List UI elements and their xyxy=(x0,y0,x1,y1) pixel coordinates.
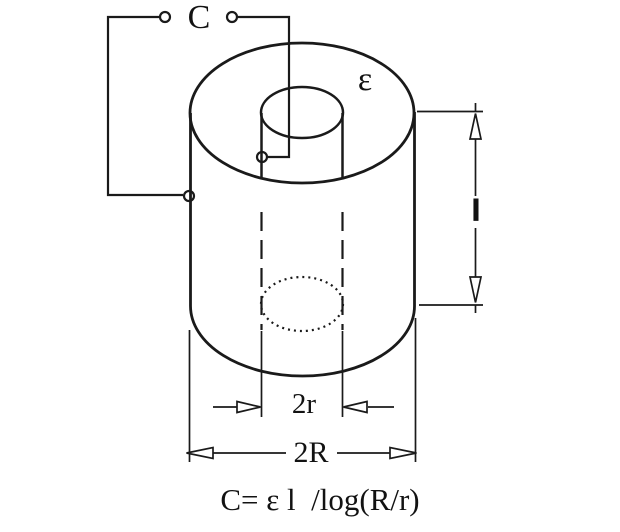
terminal-left-icon xyxy=(158,10,172,24)
diagram-labels: C ε l 2r 2R C= ε l /log(R/r) xyxy=(188,0,481,517)
inner-diameter-label: 2r xyxy=(292,388,317,420)
inner-bore-bottom-dotted-ellipse xyxy=(259,275,345,333)
outer-diameter-label: 2R xyxy=(293,436,328,469)
length-dim-down-arrow-icon xyxy=(468,276,483,303)
wire-left-lead xyxy=(106,15,183,197)
terminal-right-icon xyxy=(225,10,239,24)
inner-radius-left-arrow-icon xyxy=(343,400,368,414)
inner-radius-right-arrow-icon xyxy=(236,400,261,414)
outer-radius-right-arrow-icon xyxy=(389,446,417,460)
capacitance-label: C xyxy=(188,0,211,36)
outer-electrode-contact-icon xyxy=(182,189,196,203)
outer-cylinder-bottom-arc xyxy=(189,305,416,378)
capacitance-formula: C= ε l /log(R/r) xyxy=(220,482,419,517)
cylinder xyxy=(188,41,416,378)
outer-cylinder-top-ellipse xyxy=(188,41,416,185)
length-label: l xyxy=(471,194,481,228)
length-dim-up-arrow-icon xyxy=(468,113,483,140)
wire-right-lead xyxy=(238,15,291,159)
permittivity-label: ε xyxy=(358,61,372,98)
dimensions xyxy=(186,103,483,462)
outer-radius-left-arrow-icon xyxy=(186,446,214,460)
inner-bore-top-ellipse xyxy=(259,85,345,140)
